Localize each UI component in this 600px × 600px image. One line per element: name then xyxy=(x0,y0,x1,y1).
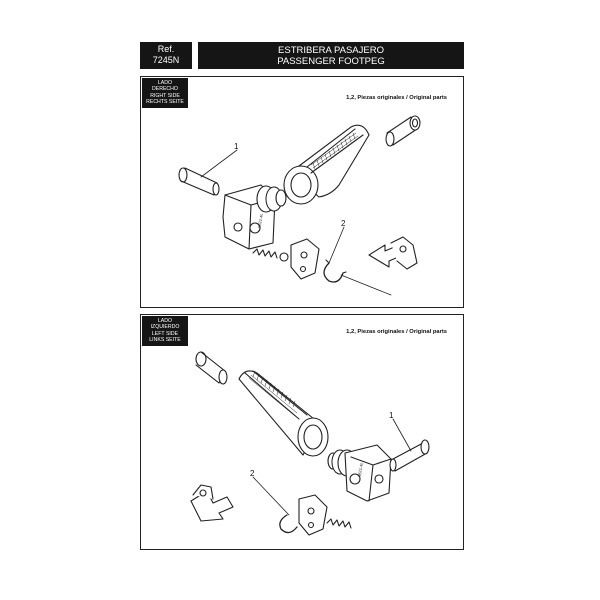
callout-1: 1 xyxy=(234,142,239,151)
svg-text:9621-4L: 9621-4L xyxy=(357,461,365,477)
circlip-part xyxy=(279,514,298,534)
title-english: PASSENGER FOOTPEG xyxy=(277,56,385,67)
footpeg-bracket: 9621-4L xyxy=(344,444,392,502)
side-label-de: RECHTS SEITE xyxy=(146,99,184,106)
left-side-panel: LADO IZQUIERDO LEFT SIDE LINKS SEITE 1,2… xyxy=(140,314,464,550)
side-label-es: LADO DERECHO xyxy=(152,80,178,93)
title-box: ESTRIBERA PASAJERO PASSENGER FOOTPEG xyxy=(198,42,464,69)
side-label-en: LEFT SIDE xyxy=(151,330,179,337)
callout-2: 2 xyxy=(250,469,255,478)
right-side-panel: LADO DERECHO RIGHT SIDE RECHTS SEITE 1,2… xyxy=(140,76,464,308)
retainer-plate xyxy=(290,238,320,280)
footpeg-body xyxy=(283,124,370,205)
pivot-pin-part xyxy=(178,167,220,196)
footpeg-body xyxy=(238,370,329,457)
ref-code: 7245N xyxy=(152,55,180,65)
left-side-exploded-diagram: 9621-4L xyxy=(190,351,430,536)
pivot-pin-part xyxy=(389,439,430,472)
original-parts-note: 1,2, Piezas originales / Original parts xyxy=(346,95,447,101)
ref-box: Ref. 7245N xyxy=(140,42,192,69)
detent-ball xyxy=(279,252,289,262)
side-label-left: LADO IZQUIERDO LEFT SIDE LINKS SEITE xyxy=(142,316,188,346)
side-label-es: LADO IZQUIERDO xyxy=(150,318,180,331)
right-side-exploded-diagram: 9621-4L xyxy=(178,115,421,296)
assembly-arrow-icon xyxy=(190,484,234,522)
svg-text:9621-4L: 9621-4L xyxy=(257,212,265,228)
assembly-arrow-icon xyxy=(368,236,418,270)
retainer-plate xyxy=(298,494,328,536)
end-cap-part xyxy=(195,351,228,385)
circlip-part xyxy=(323,259,347,283)
title-spanish: ESTRIBERA PASAJERO xyxy=(278,45,384,56)
callout-1: 1 xyxy=(389,411,394,420)
detent-spring xyxy=(252,248,278,259)
serrated-washer xyxy=(256,185,287,213)
side-label-de: LINKS SEITE xyxy=(149,337,181,344)
ref-label: Ref. xyxy=(157,44,175,54)
side-label-right: LADO DERECHO RIGHT SIDE RECHTS SEITE xyxy=(142,78,188,108)
detent-spring xyxy=(326,518,352,529)
original-parts-note: 1,2, Piezas originales / Original parts xyxy=(346,329,447,335)
callout-2: 2 xyxy=(341,219,346,228)
end-cap-part xyxy=(385,115,421,147)
side-label-en: RIGHT SIDE xyxy=(150,92,180,99)
